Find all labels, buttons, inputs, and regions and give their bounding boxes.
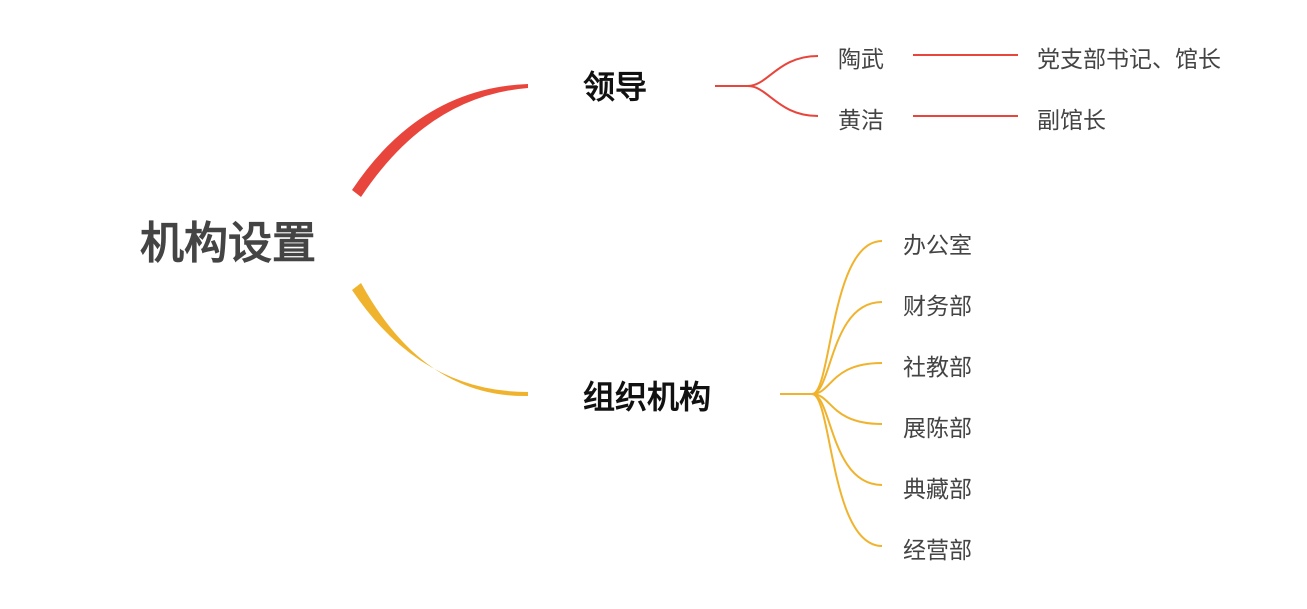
department-connector-5: [811, 393, 883, 486]
organization-connector: [352, 283, 528, 397]
leader-name-2: 黄洁: [838, 108, 884, 134]
department-4: 展陈部: [903, 416, 972, 442]
department-1: 办公室: [903, 233, 972, 259]
department-3: 社教部: [903, 355, 972, 381]
department-connector-1: [811, 240, 883, 395]
leader-connector-2: [747, 85, 819, 117]
leaders-subtree: [715, 54, 1018, 117]
department-connector-6: [811, 393, 883, 547]
branch-leaders-label: 领导: [583, 68, 647, 106]
department-6: 经营部: [903, 538, 972, 564]
leader-title-1: 党支部书记、馆长: [1037, 47, 1221, 73]
department-connector-3: [811, 362, 883, 395]
department-connector-2: [811, 301, 883, 395]
leader-connector-1: [747, 55, 819, 87]
leader-name-1: 陶武: [838, 47, 884, 73]
department-connector-4: [811, 393, 883, 425]
branch-organization-label: 组织机构: [583, 378, 711, 416]
root-node-label: 机构设置: [140, 218, 316, 269]
leaders-connector: [352, 84, 528, 197]
leader-title-2: 副馆长: [1037, 108, 1106, 134]
organization-subtree: [780, 240, 883, 547]
department-2: 财务部: [903, 294, 972, 320]
department-5: 典藏部: [903, 477, 972, 503]
